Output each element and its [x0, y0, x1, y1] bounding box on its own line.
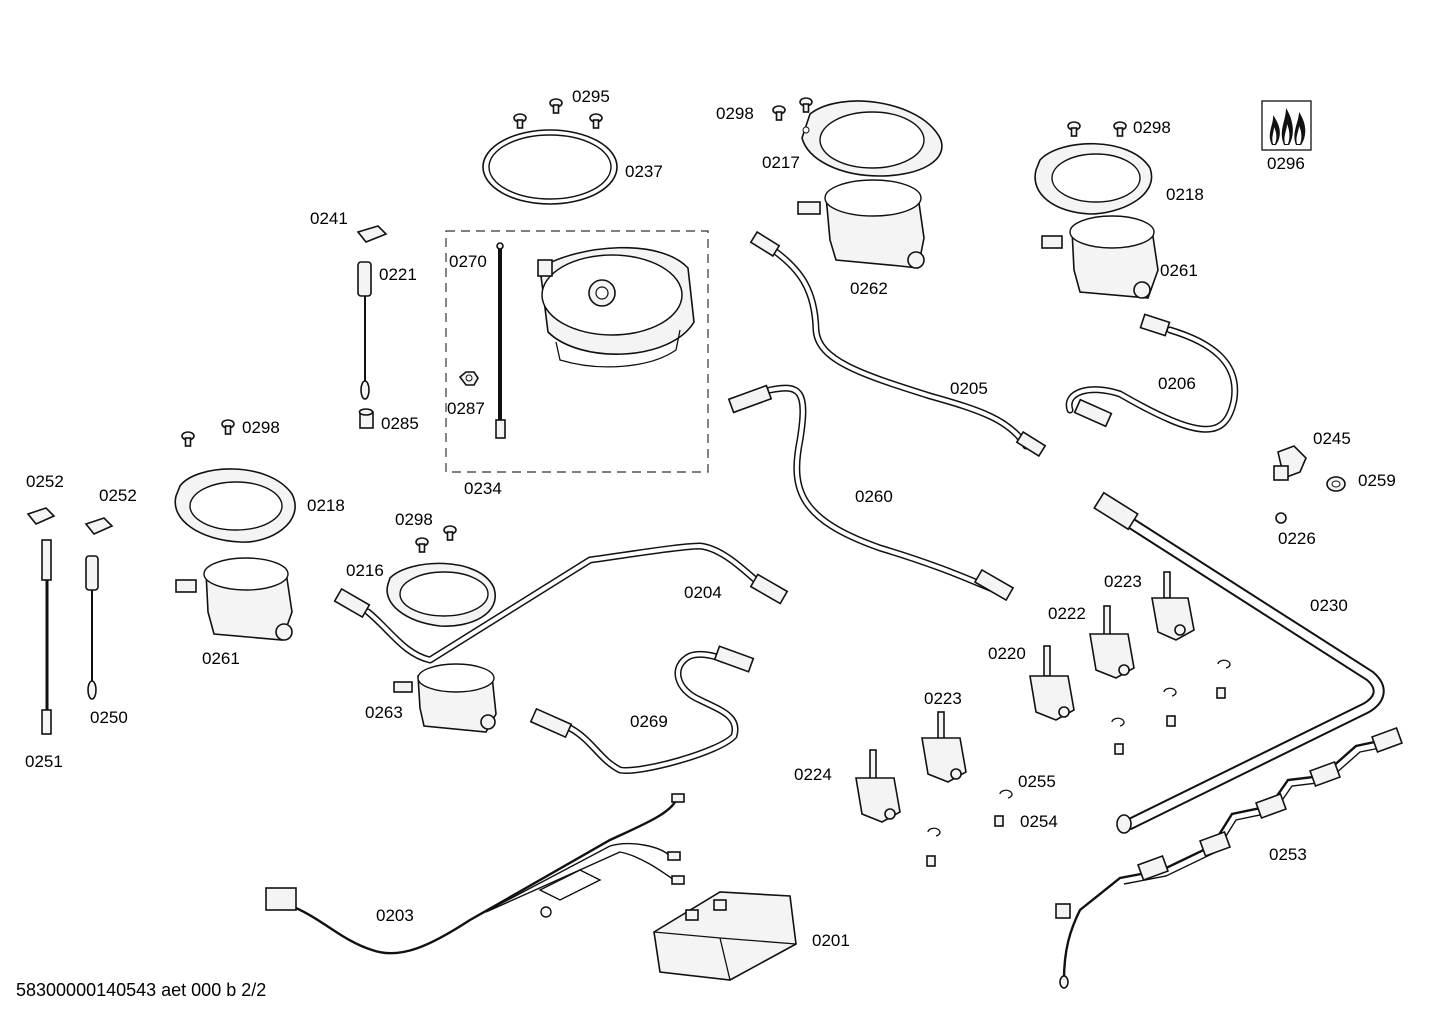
gas-valve-0223-top: [1151, 571, 1195, 641]
gas-valve-0220: [1029, 645, 1075, 721]
label-0298-top: 0298: [716, 104, 754, 123]
label-0269: 0269: [630, 712, 668, 731]
gasket-0218-right: [1034, 142, 1153, 215]
label-0217: 0217: [762, 153, 800, 172]
elbow-0245: [1273, 445, 1307, 481]
screws-0298-top: [772, 97, 813, 121]
label-0218-left: 0218: [307, 496, 345, 515]
gasket-0216: [386, 562, 497, 627]
label-0203: 0203: [376, 906, 414, 925]
label-0251: 0251: [25, 752, 63, 771]
screws-0298-left: [181, 419, 235, 447]
gas-flames-icon: [1261, 100, 1312, 151]
label-0216: 0216: [346, 561, 384, 580]
label-0250: 0250: [90, 708, 128, 727]
gas-pipe-0260: [727, 384, 1015, 602]
label-0262: 0262: [850, 279, 888, 298]
springs-and-circlips: [926, 659, 1231, 867]
label-0234: 0234: [464, 479, 502, 498]
ignition-harness-0253: [1055, 727, 1403, 989]
gasket-ring-0237: [482, 129, 618, 205]
clip-0252-a: [26, 507, 56, 525]
label-0298-right: 0298: [1133, 118, 1171, 137]
burner-base-0262: [797, 179, 925, 269]
label-0295: 0295: [572, 87, 610, 106]
gas-pipe-0206: [1065, 313, 1239, 433]
screws-0298-mid: [415, 525, 457, 553]
gas-pipe-0269: [529, 645, 755, 774]
label-0237: 0237: [625, 162, 663, 181]
label-0298-left: 0298: [242, 418, 280, 437]
label-0204: 0204: [684, 583, 722, 602]
label-0270: 0270: [449, 252, 487, 271]
thermocouple-0270: [495, 242, 506, 439]
label-0218-right: 0218: [1166, 185, 1204, 204]
burner-base-0263: [393, 663, 497, 733]
burner-base-0261-left: [175, 557, 293, 641]
label-0222: 0222: [1048, 604, 1086, 623]
ring-0259: [1326, 476, 1346, 492]
label-0223-bottom: 0223: [924, 689, 962, 708]
electrode-0250: [85, 555, 99, 700]
label-0261-left: 0261: [202, 649, 240, 668]
label-0263: 0263: [365, 703, 403, 722]
screws-0298-right: [1067, 121, 1127, 137]
label-0201: 0201: [812, 931, 850, 950]
label-0260: 0260: [855, 487, 893, 506]
gas-valve-0224: [855, 749, 901, 823]
label-0241: 0241: [310, 209, 348, 228]
label-0206: 0206: [1158, 374, 1196, 393]
label-0230: 0230: [1310, 596, 1348, 615]
screw-set-0295: [513, 98, 603, 129]
gasket-0217: [801, 100, 943, 177]
label-0261-right: 0261: [1160, 261, 1198, 280]
label-0252-b: 0252: [99, 486, 137, 505]
burner-base-0261-right: [1041, 215, 1159, 299]
label-0253: 0253: [1269, 845, 1307, 864]
gas-pipe-0205: [749, 230, 1047, 458]
label-0252-a: 0252: [26, 472, 64, 491]
label-0220: 0220: [988, 644, 1026, 663]
cap-0226: [1275, 512, 1287, 524]
label-0226: 0226: [1278, 529, 1316, 548]
label-0205: 0205: [950, 379, 988, 398]
label-0224: 0224: [794, 765, 832, 784]
gas-pipe-0204: [333, 542, 789, 664]
wiring-harness-0203: [265, 793, 685, 955]
sleeve-0285: [358, 408, 374, 429]
label-0287: 0287: [447, 399, 485, 418]
label-0245: 0245: [1313, 429, 1351, 448]
nut-0287: [458, 371, 479, 386]
label-0259: 0259: [1358, 471, 1396, 490]
clip-0241: [356, 225, 388, 243]
gas-valve-0222: [1089, 605, 1135, 679]
electrode-0221: [357, 261, 372, 400]
control-box-0201: [653, 891, 797, 981]
clip-0252-b: [84, 517, 114, 535]
assembly-box-0234: [445, 230, 709, 473]
label-0255: 0255: [1018, 772, 1056, 791]
document-code: 58300000140543 aet 000 b 2/2: [16, 980, 267, 1000]
label-0221: 0221: [379, 265, 417, 284]
gas-pipe-0230: [1093, 491, 1385, 834]
label-0254: 0254: [1020, 812, 1058, 831]
label-0223-top: 0223: [1104, 572, 1142, 591]
label-0298-mid: 0298: [395, 510, 433, 529]
gasket-0218-left: [174, 468, 296, 543]
label-0285: 0285: [381, 414, 419, 433]
gas-valve-0223-bottom: [921, 711, 967, 783]
burner-housing-main: [537, 246, 695, 368]
electrode-0251: [41, 539, 52, 735]
label-0296: 0296: [1267, 154, 1305, 173]
